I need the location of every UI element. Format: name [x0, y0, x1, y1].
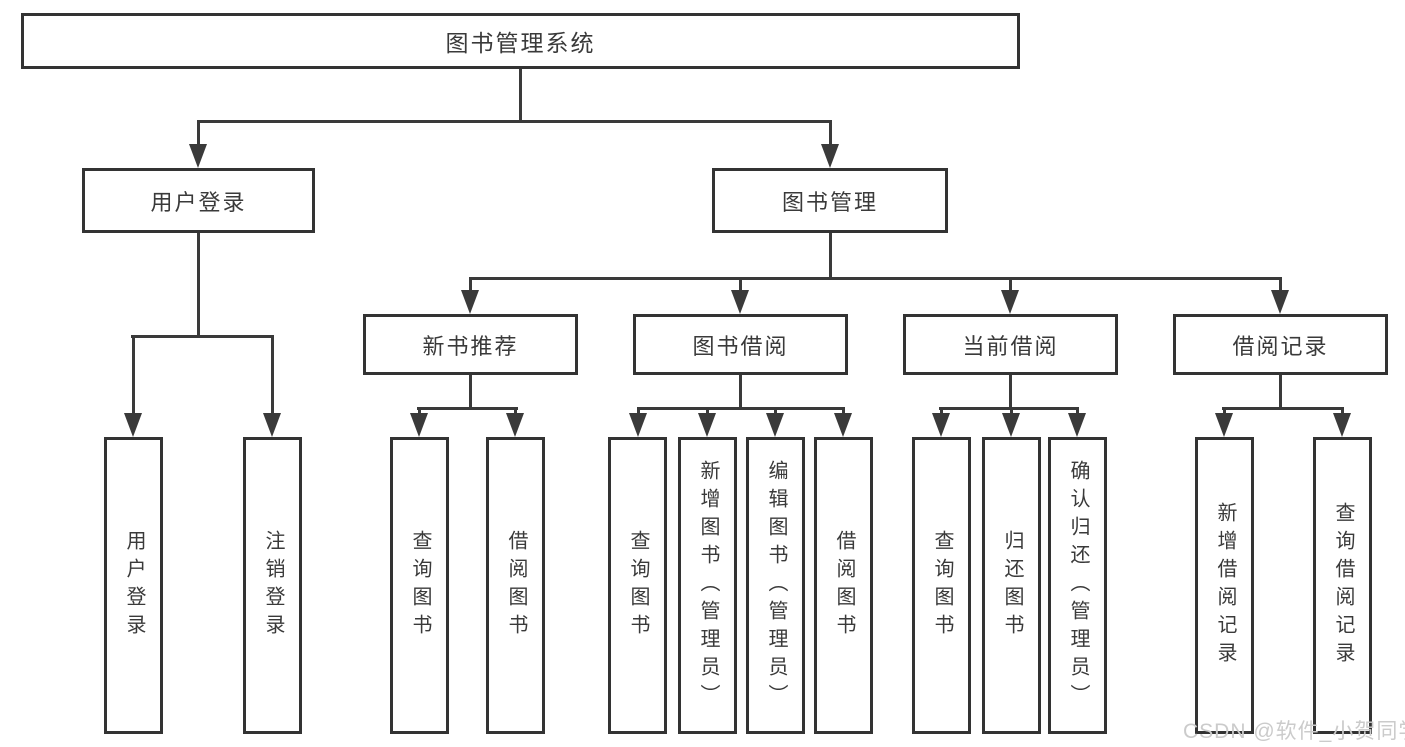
connector-line [132, 335, 135, 420]
arrow-down-icon [1001, 290, 1019, 314]
node-current-borrowing: 当前借阅 [903, 314, 1118, 375]
arrow-down-icon [189, 144, 207, 168]
node-label: 借阅图书 [833, 529, 855, 642]
connector-line [1279, 375, 1282, 410]
connector-line [417, 407, 518, 410]
arrow-down-icon [1215, 413, 1233, 437]
arrow-down-icon [410, 413, 428, 437]
connector-line [469, 277, 1282, 280]
arrow-down-icon [124, 413, 142, 437]
connector-line [739, 277, 742, 295]
arrow-down-icon [1068, 413, 1086, 437]
connector-line [131, 335, 274, 338]
node-leaf-query-books-borrowing: 查询图书 [608, 437, 667, 734]
arrow-down-icon [932, 413, 950, 437]
node-leaf-logout: 注销登录 [243, 437, 302, 734]
connector-line [939, 407, 1079, 410]
connector-line [1009, 375, 1012, 410]
node-label: 借阅图书 [505, 529, 527, 642]
node-label: 查询图书 [627, 529, 649, 642]
node-label: 查询借阅记录 [1332, 501, 1354, 670]
node-leaf-query-books-recommend: 查询图书 [390, 437, 449, 734]
node-label: 查询图书 [931, 529, 953, 642]
connector-line [197, 120, 200, 152]
node-leaf-confirm-return-admin: 确认归还（管理员） [1048, 437, 1107, 734]
arrow-down-icon [1271, 290, 1289, 314]
connector-line [829, 233, 832, 280]
arrow-down-icon [698, 413, 716, 437]
connector-line [271, 335, 274, 420]
node-label: 用户登录 [123, 529, 145, 642]
node-label: 新书推荐 [422, 333, 519, 359]
connector-line [739, 375, 742, 410]
connector-line [469, 375, 472, 410]
node-leaf-user-login: 用户登录 [104, 437, 163, 734]
node-leaf-edit-books-admin: 编辑图书（管理员） [746, 437, 805, 734]
connector-line [197, 120, 832, 123]
arrow-down-icon [766, 413, 784, 437]
node-leaf-add-books-admin: 新增图书（管理员） [678, 437, 737, 734]
node-new-book-recommend: 新书推荐 [363, 314, 578, 375]
connector-line [519, 69, 522, 123]
arrow-down-icon [821, 144, 839, 168]
node-leaf-add-borrow-record: 新增借阅记录 [1195, 437, 1254, 734]
watermark: CSDN @软件_小贺同学 [1183, 720, 1405, 743]
node-label: 用户登录 [150, 189, 247, 215]
node-label: 确认归还（管理员） [1067, 459, 1089, 712]
node-root-system: 图书管理系统 [21, 13, 1020, 69]
node-label: 图书管理系统 [445, 30, 596, 56]
connector-line [1222, 407, 1344, 410]
arrow-down-icon [629, 413, 647, 437]
arrow-down-icon [731, 290, 749, 314]
node-book-management: 图书管理 [712, 168, 948, 233]
connector-line [1279, 277, 1282, 295]
node-label: 新增图书（管理员） [697, 459, 719, 712]
connector-line [1009, 277, 1012, 295]
arrow-down-icon [834, 413, 852, 437]
node-label: 编辑图书（管理员） [765, 459, 787, 712]
connector-line [197, 233, 200, 338]
node-user-login: 用户登录 [82, 168, 315, 233]
arrow-down-icon [1002, 413, 1020, 437]
node-label: 当前借阅 [962, 333, 1059, 359]
node-leaf-query-borrow-record: 查询借阅记录 [1313, 437, 1372, 734]
node-label: 借阅记录 [1232, 333, 1329, 359]
node-label: 图书管理 [781, 189, 878, 215]
connector-line [469, 277, 472, 295]
arrow-down-icon [1333, 413, 1351, 437]
node-book-borrowing: 图书借阅 [633, 314, 848, 375]
node-label: 新增借阅记录 [1214, 501, 1236, 670]
arrow-down-icon [461, 290, 479, 314]
node-label: 归还图书 [1001, 529, 1023, 642]
node-leaf-query-books-current: 查询图书 [912, 437, 971, 734]
arrow-down-icon [263, 413, 281, 437]
node-leaf-borrow-books-recommend: 借阅图书 [486, 437, 545, 734]
connector-line [637, 407, 845, 410]
node-leaf-return-books: 归还图书 [982, 437, 1041, 734]
node-label: 注销登录 [262, 529, 284, 642]
arrow-down-icon [506, 413, 524, 437]
node-label: 图书借阅 [692, 333, 789, 359]
node-borrowing-records: 借阅记录 [1173, 314, 1388, 375]
node-leaf-borrow-books-borrowing: 借阅图书 [814, 437, 873, 734]
node-label: 查询图书 [409, 529, 431, 642]
connector-line [829, 120, 832, 152]
